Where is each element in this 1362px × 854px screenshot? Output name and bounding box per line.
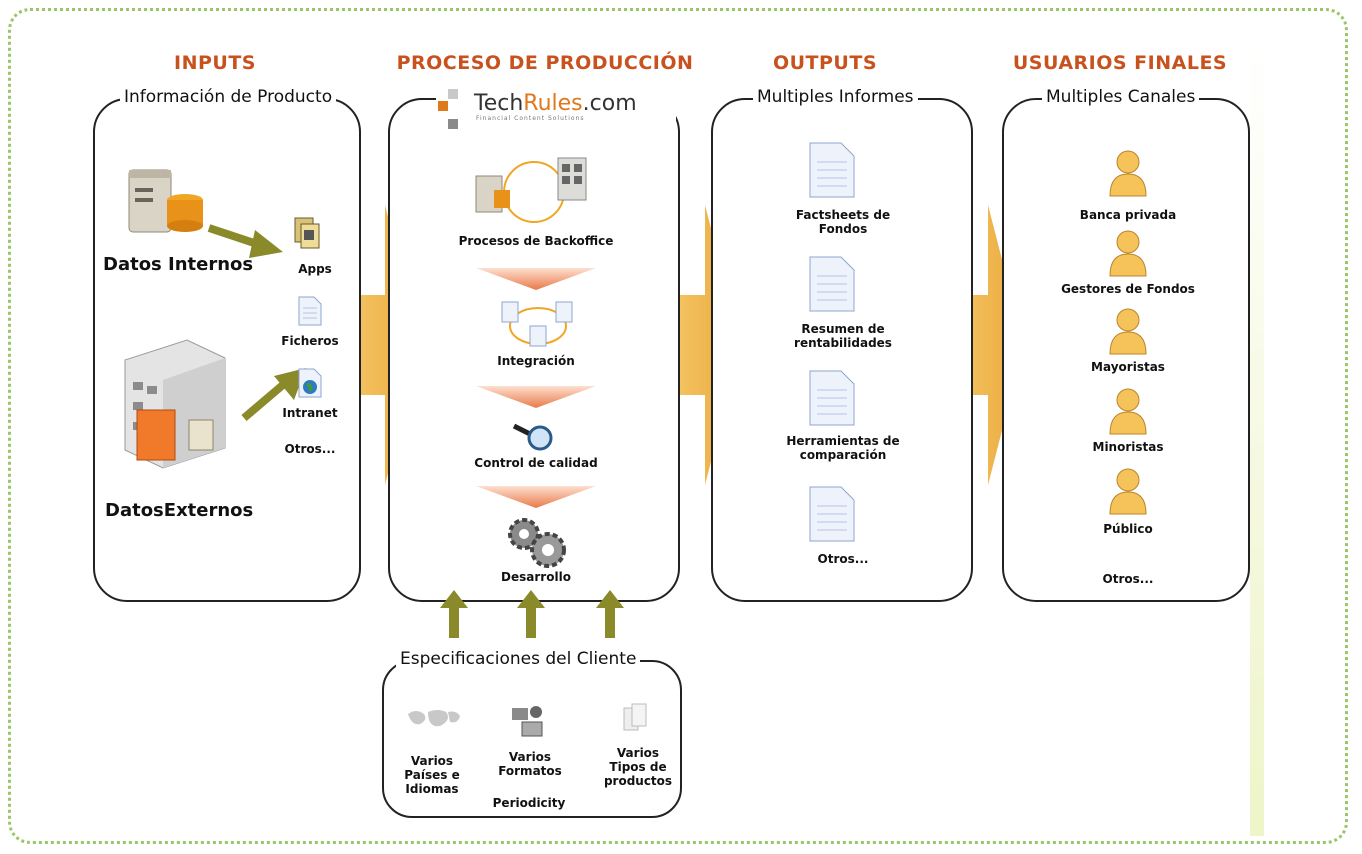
techrules-logo: TechRules.com Financial Content Solution…: [436, 87, 676, 131]
output-item-2-line-2: rentabilidades: [794, 336, 892, 350]
spec-item-2-line-2: Formatos: [498, 764, 562, 778]
spec-periodicity-label: Periodicity: [492, 796, 566, 810]
otros-document-icon: [809, 486, 855, 542]
user-label-5: Público: [1103, 522, 1153, 536]
resumen-document-icon: [809, 256, 855, 312]
datos-internos-label: Datos Internos: [103, 254, 254, 275]
output-item-3-line-2: comparación: [799, 448, 887, 462]
user-icon-4: [1109, 388, 1147, 435]
step-control-label: Control de calidad: [474, 456, 598, 470]
up-arrow-1: [440, 590, 468, 638]
arrow-internos-to-apps: [207, 224, 283, 258]
up-arrow-2: [517, 590, 545, 638]
magnifier-icon: [512, 423, 553, 451]
user-icon-3: [1109, 308, 1147, 355]
inputs-panel-title: Información de Producto: [120, 87, 337, 107]
logo-accent: Rules: [523, 91, 583, 116]
up-arrow-3: [596, 590, 624, 638]
header-outputs: OUTPUTS: [772, 52, 878, 74]
output-item-3-line-1: Herramientas de: [786, 434, 900, 448]
gears-icon: [508, 518, 566, 568]
datos-externos-label: DatosExternos: [105, 500, 254, 521]
ficheros-label: Ficheros: [281, 334, 339, 348]
apps-icon: [294, 217, 320, 249]
output-item-2-line-1: Resumen de: [801, 322, 885, 336]
outputs-panel: Multiples Informes Factsheets de Fondos …: [711, 87, 973, 602]
step-integracion-label: Integración: [497, 354, 575, 368]
output-item-1-line-1: Factsheets de: [795, 208, 891, 222]
inputs-panel: Información de Producto Datos Internos A…: [93, 87, 361, 602]
output-item-1-line-2: Fondos: [818, 222, 868, 236]
user-label-4: Minoristas: [1092, 440, 1164, 454]
user-icon-2: [1109, 230, 1147, 277]
server-database-icon: [128, 169, 203, 233]
header-inputs: INPUTS: [174, 52, 256, 74]
spec-item-2-line-1: Varios: [508, 750, 552, 764]
spec-item-3-line-3: productos: [603, 774, 673, 788]
formats-icon: [512, 706, 543, 737]
spec-item-3-line-1: Varios: [616, 746, 660, 760]
arrow-externos-to-intranet: [241, 368, 306, 422]
user-label-1: Banca privada: [1079, 208, 1177, 222]
apps-label: Apps: [298, 262, 332, 276]
logo-subtitle: Financial Content Solutions: [476, 115, 585, 122]
header-proceso: PROCESO DE PRODUCCIÓN: [396, 52, 694, 74]
spec-panel-title: Especificaciones del Cliente: [396, 649, 641, 669]
building-firewall-icon: [124, 339, 226, 469]
techrules-logo-text: TechRules.com: [474, 91, 637, 116]
dotted-frame: [8, 8, 1348, 844]
ficheros-document-icon: [298, 296, 322, 326]
spec-item-1-line-1: Varios: [410, 754, 454, 768]
intranet-globe-icon: [298, 368, 322, 398]
header-usuarios: USUARIOS FINALES: [1012, 52, 1228, 74]
output-item-4-line-1: Otros...: [817, 552, 869, 566]
intranet-label: Intranet: [282, 406, 338, 420]
step-backoffice-label: Procesos de Backoffice: [458, 234, 614, 248]
step-desarrollo-label: Desarrollo: [501, 570, 571, 584]
proceso-panel: Procesos de Backoffice Integración Contr…: [388, 98, 680, 602]
down-arrow-1: [476, 268, 596, 290]
usuarios-panel: Multiples Canales Banca privada Gestores…: [1002, 87, 1250, 602]
user-icon-5: [1109, 468, 1147, 515]
inputs-otros-label: Otros...: [284, 442, 336, 456]
outputs-panel-title: Multiples Informes: [753, 87, 918, 107]
techrules-logo-mark: [438, 89, 458, 129]
spec-item-1-line-3: Idiomas: [405, 782, 459, 796]
spec-item-1-line-2: Países e: [404, 768, 460, 782]
product-types-icon: [623, 703, 647, 731]
spec-panel: Especificaciones del Cliente Varios País…: [382, 649, 682, 818]
integracion-documents-icon: [501, 301, 573, 347]
factsheets-document-icon: [809, 142, 855, 198]
logo-prefix: Tech: [474, 91, 524, 116]
herramientas-document-icon: [809, 370, 855, 426]
down-arrow-3: [476, 486, 596, 508]
world-map-icon: [408, 710, 460, 727]
down-arrow-2: [476, 386, 596, 408]
side-gradient: [1250, 40, 1264, 836]
user-icon-1: [1109, 150, 1147, 197]
usuarios-panel-title: Multiples Canales: [1042, 87, 1200, 107]
spec-item-3-line-2: Tipos de: [609, 760, 667, 774]
logo-suffix: .com: [582, 91, 637, 116]
usuarios-otros-label: Otros...: [1102, 572, 1154, 586]
user-label-2: Gestores de Fondos: [1061, 282, 1195, 296]
user-label-3: Mayoristas: [1091, 360, 1165, 374]
backoffice-servers-icon: [475, 157, 587, 223]
